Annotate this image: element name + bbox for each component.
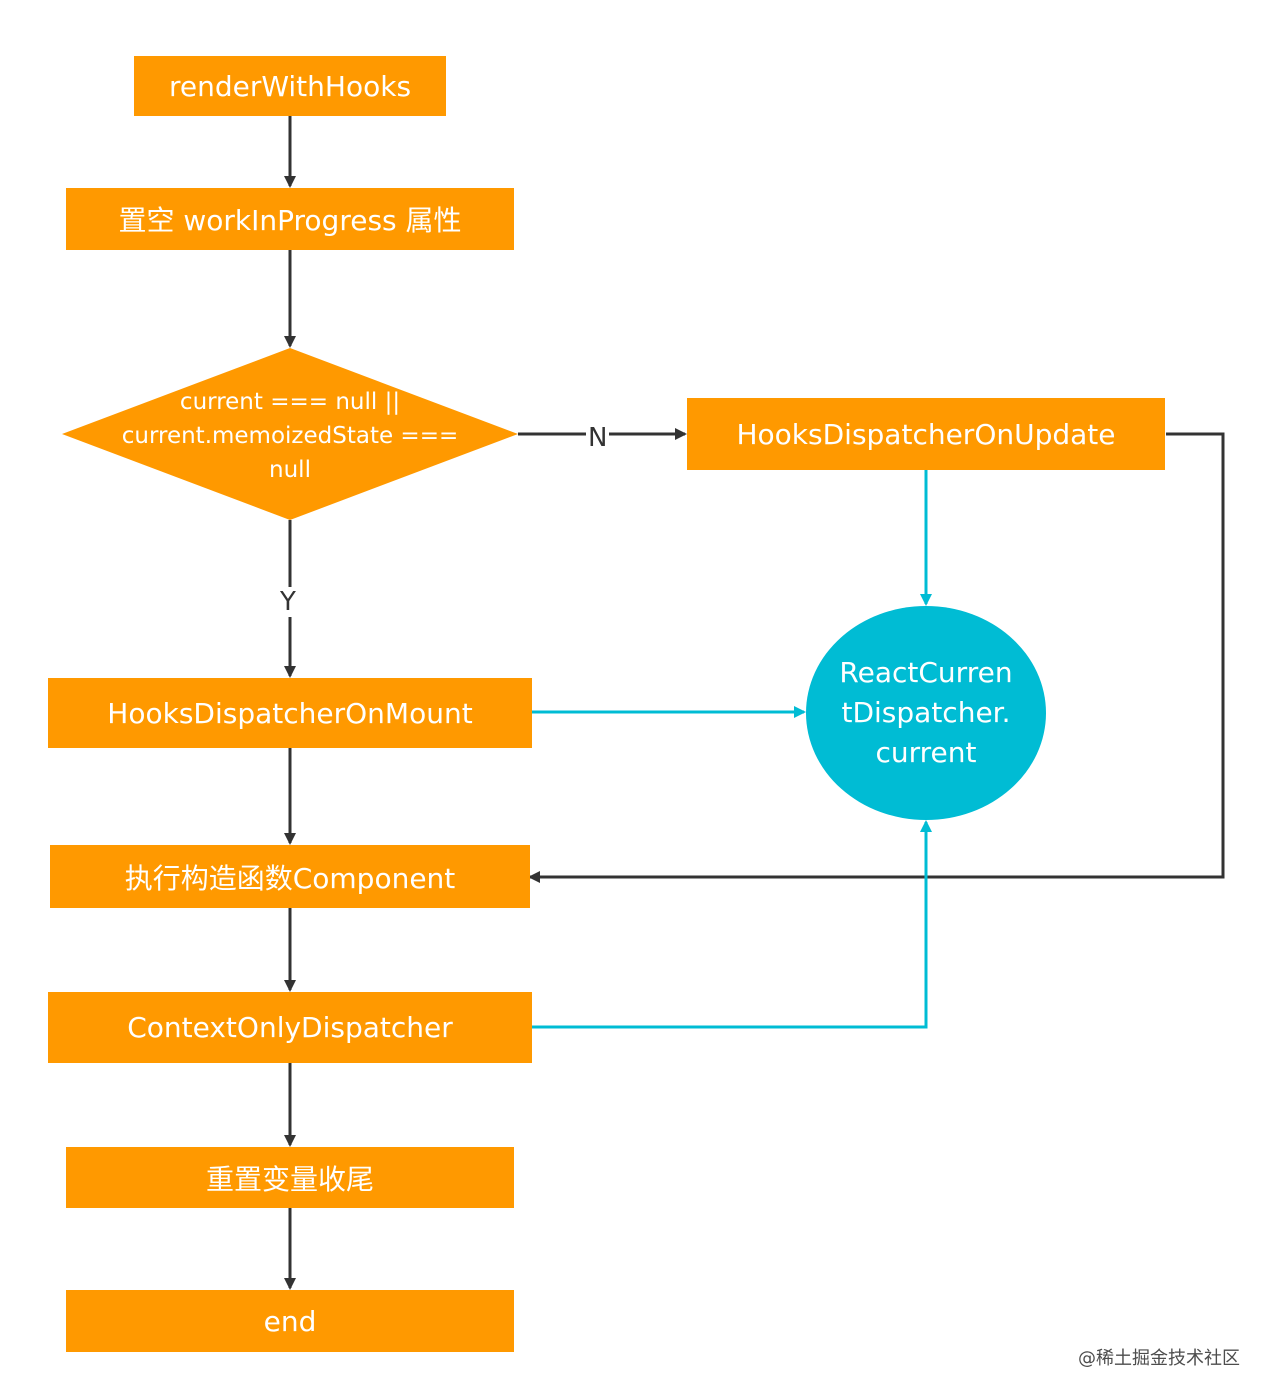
clear-work-in-progress-node: 置空 workInProgress 属性 bbox=[66, 188, 514, 250]
arrow-update-to-execute bbox=[528, 432, 1225, 883]
context-only-dispatcher-node: ContextOnlyDispatcher bbox=[48, 992, 532, 1063]
execute-component-node: 执行构造函数Component bbox=[50, 845, 530, 908]
hooks-dispatcher-on-update-node: HooksDispatcherOnUpdate bbox=[687, 398, 1165, 470]
decision-condition-text: current === null || current.memoizedStat… bbox=[90, 384, 490, 488]
decision-line-3: null bbox=[269, 457, 311, 483]
dispatcher-line-1: ReactCurren bbox=[839, 656, 1013, 689]
hooks-dispatcher-on-mount-node: HooksDispatcherOnMount bbox=[48, 678, 532, 748]
decision-diamond bbox=[62, 348, 518, 520]
arrow-context-to-dispatcher bbox=[532, 820, 932, 1029]
reset-variables-node: 重置变量收尾 bbox=[66, 1147, 514, 1208]
decision-line-2: current.memoizedState === bbox=[121, 423, 459, 449]
dispatcher-line-3: current bbox=[875, 736, 977, 769]
watermark: @稀土掘金技术社区 bbox=[1078, 1348, 1240, 1369]
edge-label-no: N bbox=[586, 423, 610, 453]
edge-label-yes: Y bbox=[278, 587, 298, 617]
end-node: end bbox=[66, 1290, 514, 1352]
react-current-dispatcher-node: ReactCurren tDispatcher. current bbox=[806, 606, 1046, 820]
render-with-hooks-node: renderWithHooks bbox=[134, 56, 446, 116]
decision-line-1: current === null || bbox=[179, 389, 401, 415]
dispatcher-line-2: tDispatcher. bbox=[841, 696, 1011, 729]
